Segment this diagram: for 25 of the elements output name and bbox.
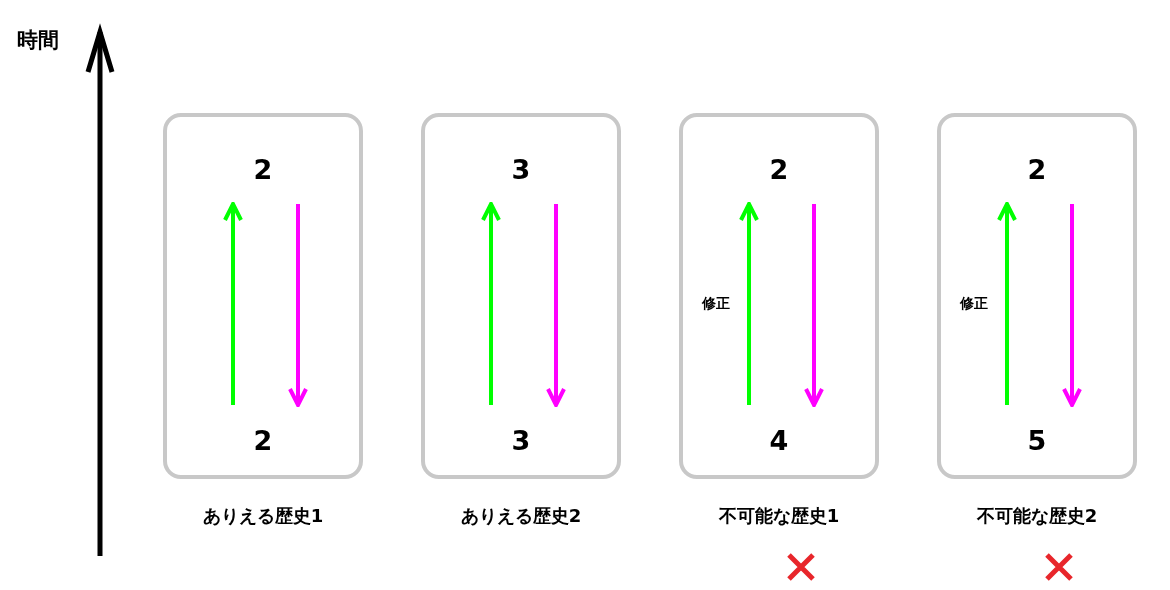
arrow: [288, 204, 308, 407]
arrow: [223, 202, 243, 405]
arrow: [739, 202, 759, 405]
rounded-box: [679, 113, 879, 479]
arrow: [1062, 204, 1082, 407]
number: 3: [425, 405, 617, 475]
arrow: [997, 202, 1017, 405]
arrow: [546, 204, 566, 407]
axis-label: 時間: [17, 27, 59, 54]
rounded-box: [163, 113, 363, 479]
arrow: [481, 202, 501, 405]
number: 3: [425, 134, 617, 204]
number: 2: [683, 134, 875, 204]
number: 5: [941, 405, 1133, 475]
number: 2: [167, 405, 359, 475]
arrow: [804, 204, 824, 407]
node-label: 不可能な歴史1: [717, 504, 841, 528]
number: 4: [683, 405, 875, 475]
number: 2: [941, 134, 1133, 204]
number: 2: [167, 134, 359, 204]
node-label: ありえる歴史2: [459, 504, 583, 528]
node-label: 不可能な歴史2: [975, 504, 1099, 528]
rounded-box: [421, 113, 621, 479]
rounded-box: [937, 113, 1137, 479]
node-label: ありえる歴史1: [201, 504, 325, 528]
